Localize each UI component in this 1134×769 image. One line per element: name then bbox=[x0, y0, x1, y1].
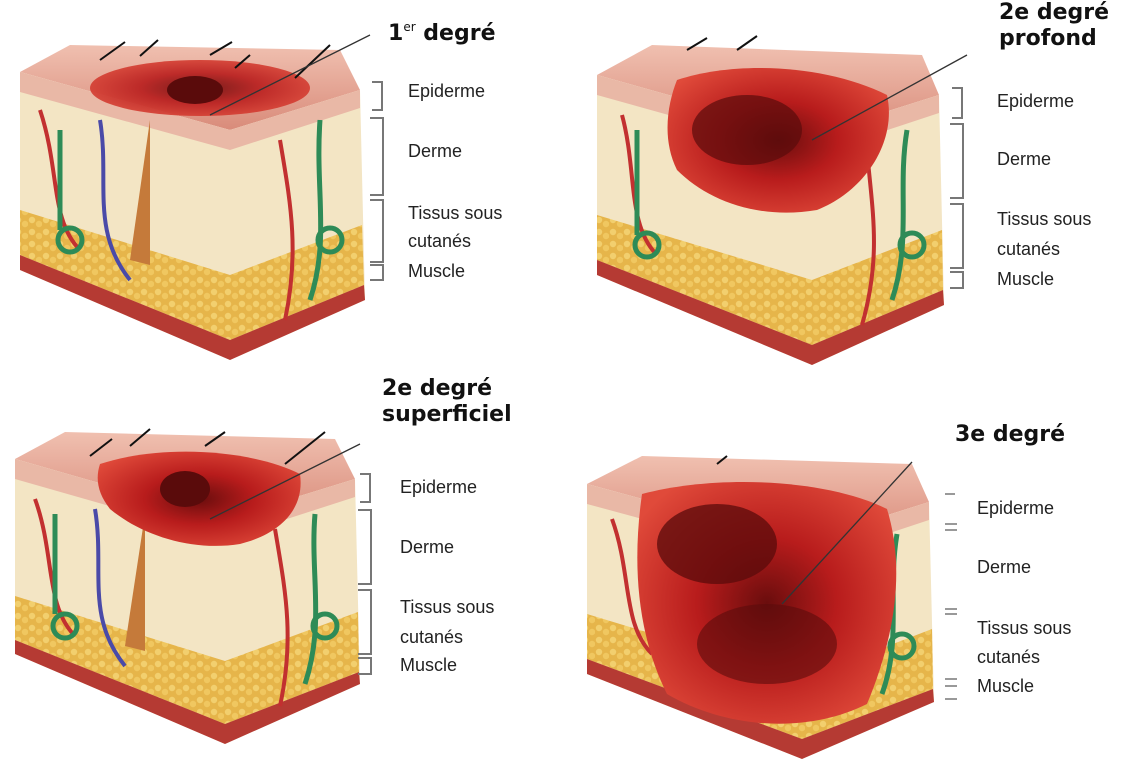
bracket-epiderme bbox=[952, 88, 962, 118]
label-derme: Derme bbox=[977, 556, 1031, 579]
label-cutanes: cutanés bbox=[997, 238, 1060, 261]
burn-center bbox=[692, 95, 802, 165]
label-tissus: Tissus sous bbox=[408, 202, 502, 225]
panel-title: 1er degré bbox=[388, 20, 496, 47]
label-epiderme: Epiderme bbox=[977, 497, 1054, 520]
label-tissus: Tissus sous bbox=[977, 617, 1071, 640]
burn-center bbox=[167, 76, 223, 104]
panel-1st-degree: 1er degré Epiderme Derme Tissus sous cut… bbox=[0, 0, 567, 384]
bracket-muscle bbox=[950, 272, 963, 288]
label-tissus: Tissus sous bbox=[400, 596, 494, 619]
label-derme: Derme bbox=[997, 148, 1051, 171]
title-line-1: 2e degré bbox=[999, 0, 1109, 26]
label-tissus: Tissus sous bbox=[997, 208, 1091, 231]
label-derme: Derme bbox=[408, 140, 462, 163]
label-derme: Derme bbox=[400, 536, 454, 559]
title-line-1: 2e degré bbox=[382, 376, 512, 402]
label-cutanes: cutanés bbox=[408, 230, 471, 253]
burn-deep-zone bbox=[697, 604, 837, 684]
label-cutanes: cutanés bbox=[977, 646, 1040, 669]
label-muscle: Muscle bbox=[977, 675, 1034, 698]
hair bbox=[737, 36, 757, 50]
bracket-tissus bbox=[358, 590, 371, 654]
panel-title: 3e degré bbox=[955, 422, 1065, 448]
bracket-derme bbox=[950, 124, 963, 198]
label-epiderme: Epiderme bbox=[997, 90, 1074, 113]
panel-title: 2e degré superficiel bbox=[382, 376, 512, 429]
panel-3rd-degree: 3e degré Epiderme Derme Tissus sous cuta… bbox=[567, 384, 1134, 768]
burn-center bbox=[160, 471, 210, 507]
bracket-muscle bbox=[358, 658, 371, 674]
bracket-derme bbox=[370, 118, 383, 195]
bracket-tissus bbox=[950, 204, 963, 268]
bracket-tissus bbox=[370, 200, 383, 262]
bracket-epiderme bbox=[360, 474, 370, 502]
label-muscle: Muscle bbox=[997, 268, 1054, 291]
title-line-2: superficiel bbox=[382, 402, 512, 428]
skin-block-illustration bbox=[0, 384, 567, 768]
bracket-muscle bbox=[370, 265, 383, 280]
bracket-derme bbox=[358, 510, 371, 584]
label-epiderme: Epiderme bbox=[400, 476, 477, 499]
panel-2nd-degree-deep: 2e degré profond Epiderme Derme Tissus s… bbox=[567, 0, 1134, 384]
title-line-2: profond bbox=[999, 26, 1109, 52]
label-cutanes: cutanés bbox=[400, 626, 463, 649]
panel-2nd-degree-superficial: 2e degré superficiel Epiderme Derme Tiss… bbox=[0, 384, 567, 768]
panel-title: 2e degré profond bbox=[999, 0, 1109, 53]
label-epiderme: Epiderme bbox=[408, 80, 485, 103]
bracket-epiderme bbox=[372, 82, 382, 110]
skin-block-illustration bbox=[567, 0, 1134, 384]
burn-center bbox=[657, 504, 777, 584]
skin-block-illustration bbox=[0, 0, 567, 384]
label-muscle: Muscle bbox=[408, 260, 465, 283]
label-muscle: Muscle bbox=[400, 654, 457, 677]
